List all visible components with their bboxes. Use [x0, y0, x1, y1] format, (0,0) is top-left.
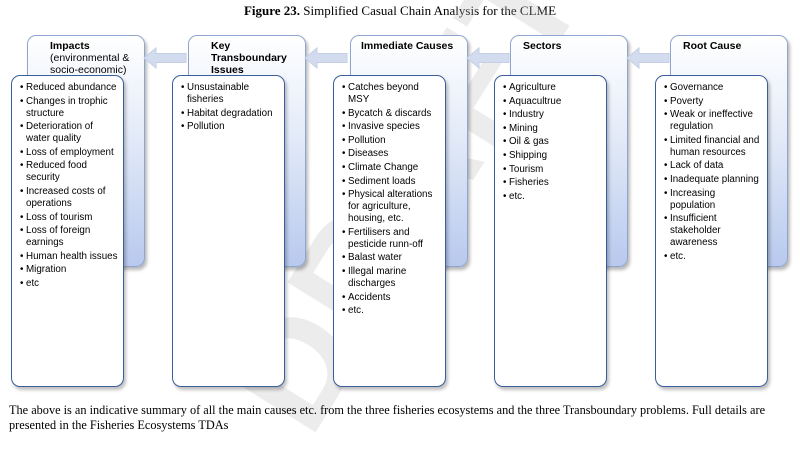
impacts-list: Reduced abundance Changes in trophic str… [12, 76, 123, 290]
list-item: Weak or ineffective regulation [664, 109, 763, 133]
list-item: Tourism [503, 164, 602, 176]
list-item: Oil & gas [503, 136, 602, 148]
list-item: Reduced food security [20, 160, 119, 184]
list-item: etc. [664, 251, 763, 263]
list-item: Deterioration of water quality [20, 121, 119, 145]
transboundary-list-box: Unsustainable fisheries Habitat degradat… [172, 75, 285, 387]
list-item: etc. [503, 191, 602, 203]
root-cause-list: Governance Poverty Weak or ineffective r… [656, 76, 767, 263]
figure-label: Figure 23. [243, 3, 301, 18]
list-item: Reduced abundance [20, 82, 119, 94]
list-item: Mining [503, 123, 602, 135]
list-item: Loss of foreign earnings [20, 225, 119, 249]
list-item: Inadequate planning [664, 174, 763, 186]
sectors-header-title: Sectors [523, 40, 562, 52]
list-item: Habitat degradation [181, 108, 280, 120]
list-item: Changes in trophic structure [20, 96, 119, 120]
list-item: Unsustainable fisheries [181, 82, 280, 106]
list-item: Loss of employment [20, 147, 119, 159]
sectors-list: Agriculture Aquacultrue Industry Mining … [495, 76, 606, 203]
list-item: Increasing population [664, 188, 763, 212]
list-item: Increased costs of operations [20, 186, 119, 210]
immediate-causes-list: Catches beyond MSY Bycatch & discards In… [334, 76, 445, 317]
list-item: etc [20, 278, 119, 290]
list-item: Pollution [342, 135, 441, 147]
list-item: Climate Change [342, 162, 441, 174]
list-item: Bycatch & discards [342, 108, 441, 120]
list-item: Pollution [181, 121, 280, 133]
list-item: Agriculture [503, 82, 602, 94]
impacts-subtitle: (environmental & socio-economic) [50, 52, 130, 76]
list-item: etc. [342, 305, 441, 317]
list-item: Illegal marine discharges [342, 266, 441, 290]
list-item: Diseases [342, 148, 441, 160]
root-cause-list-box: Governance Poverty Weak or ineffective r… [655, 75, 768, 387]
list-item: Accidents [342, 292, 441, 304]
arrow-left-icon [304, 46, 348, 70]
transboundary-list: Unsustainable fisheries Habitat degradat… [173, 76, 284, 133]
immediate-causes-header-title: Immediate Causes [361, 40, 454, 52]
list-item: Balast water [342, 252, 441, 264]
figure-caption: Figure 23. Simplified Casual Chain Analy… [0, 3, 800, 19]
impacts-title: Impacts [50, 40, 90, 52]
list-item: Aquacultrue [503, 96, 602, 108]
list-item: Physical alterations for agriculture, ho… [342, 189, 441, 225]
list-item: Human health issues [20, 251, 119, 263]
footnote-text: The above is an indicative summary of al… [9, 403, 766, 432]
root-cause-header-title: Root Cause [683, 40, 742, 52]
list-item: Invasive species [342, 121, 441, 133]
list-item: Poverty [664, 96, 763, 108]
list-item: Fisheries [503, 177, 602, 189]
list-item: Limited financial and human resources [664, 135, 763, 159]
list-item: Insufficient stakeholder awareness [664, 213, 763, 249]
list-item: Loss of tourism [20, 212, 119, 224]
figure-title: Simplified Casual Chain Analysis for the… [303, 3, 557, 18]
list-item: Migration [20, 264, 119, 276]
impacts-list-box: Reduced abundance Changes in trophic str… [11, 75, 124, 387]
list-item: Governance [664, 82, 763, 94]
impacts-header-title: Impacts (environmental & socio-economic) [50, 40, 140, 76]
arrow-left-icon [466, 46, 510, 70]
list-item: Sediment loads [342, 176, 441, 188]
list-item: Lack of data [664, 160, 763, 172]
list-item: Shipping [503, 150, 602, 162]
list-item: Industry [503, 109, 602, 121]
list-item: Fertilisers and pesticide runn-off [342, 227, 441, 251]
transboundary-header-title: Key Transboundary Issues [211, 40, 287, 76]
immediate-causes-list-box: Catches beyond MSY Bycatch & discards In… [333, 75, 446, 387]
arrow-left-icon [143, 46, 187, 70]
sectors-list-box: Agriculture Aquacultrue Industry Mining … [494, 75, 607, 387]
list-item: Catches beyond MSY [342, 82, 441, 106]
arrow-left-icon [626, 46, 670, 70]
